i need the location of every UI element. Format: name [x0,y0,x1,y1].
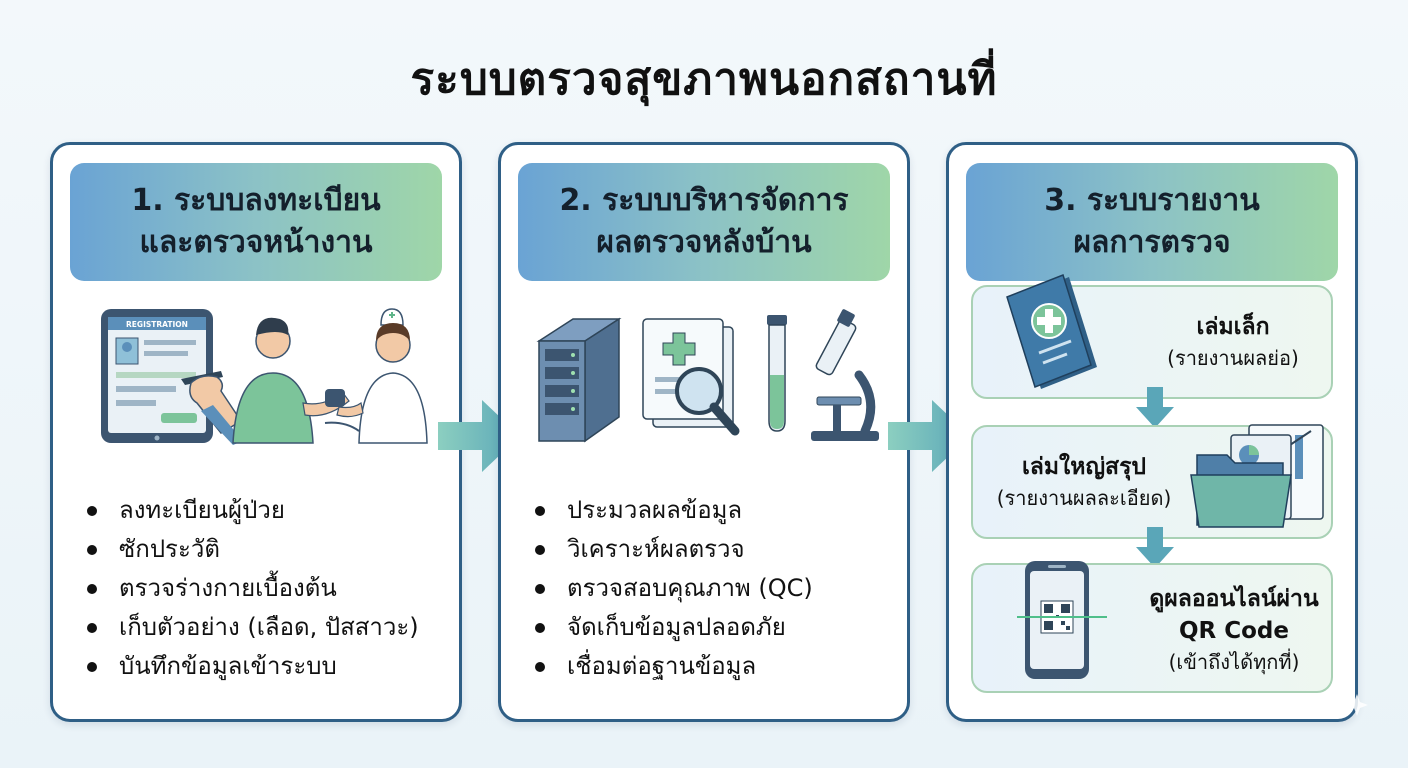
report-title: เล่มเล็ก [1196,314,1270,340]
report-card-text: เล่มใหญ่สรุป (รายงานผลละเอียด) [977,451,1191,513]
registration-illustration: REGISTRATION [73,305,443,445]
list-item: ประมวลผลข้อมูล [535,491,813,530]
panel-heading-line2: และตรวจหน้างาน [139,225,373,260]
report-subtitle: (รายงานผลละเอียด) [996,486,1172,510]
panel-heading-line1: 1. ระบบลงทะเบียน [131,183,381,218]
panel-backoffice: 2. ระบบบริหารจัดการ ผลตรวจหลังบ้าน [498,142,910,722]
report-subtitle: (รายงานผลย่อ) [1167,346,1299,370]
page-title: ระบบตรวจสุขภาพนอกสถานที่ [410,54,998,105]
list-item: เก็บตัวอย่าง (เลือด, ปัสสาวะ) [87,608,419,647]
report-subtitle: (เข้าถึงได้ทุกที่) [1168,650,1300,674]
patient-blood-pressure-icon [232,317,350,444]
panel-heading-line1: 3. ระบบรายงาน [1044,183,1260,218]
report-title: เล่มใหญ่สรุป [1021,454,1147,480]
test-tube-icon [767,315,787,432]
list-item: บันทึกข้อมูลเข้าระบบ [87,647,419,686]
server-icon [536,317,622,443]
report-folder-icon [1190,424,1324,528]
microscope-icon [811,309,879,441]
report-card-online-qr: ดูผลออนไลน์ผ่าน QR Code (เข้าถึงได้ทุกที… [971,561,1333,693]
panel-reporting: 3. ระบบรายงาน ผลการตรวจ เล่มเล็ก (รายงาน… [946,142,1358,722]
medical-booklet-icon [1006,274,1097,389]
report-card-small-booklet: เล่มเล็ก (รายงานผลย่อ) [971,274,1333,399]
svg-text:REGISTRATION: REGISTRATION [126,320,188,329]
smartphone-qr-icon [1017,561,1107,679]
registration-tablet-icon: REGISTRATION [101,309,213,443]
report-card-text: ดูผลออนไลน์ผ่าน QR Code (เข้าถึงได้ทุกที… [1139,583,1329,677]
list-item: ซักประวัติ [87,530,419,569]
panel-heading: 2. ระบบบริหารจัดการ ผลตรวจหลังบ้าน [518,163,890,281]
down-arrow-icon [1136,387,1174,428]
bullet-list: ประมวลผลข้อมูล วิเคราะห์ผลตรวจ ตรวจสอบคุ… [535,491,813,686]
backoffice-illustration [521,305,891,445]
panel-heading: 3. ระบบรายงาน ผลการตรวจ [966,163,1338,281]
report-card-full-report: เล่มใหญ่สรุป (รายงานผลละเอียด) [971,424,1333,539]
report-title: ดูผลออนไลน์ผ่าน [1149,586,1319,612]
document-search-icon [642,318,740,436]
report-title-line2: QR Code [1178,618,1289,644]
nurse-icon [324,308,428,444]
list-item: เชื่อมต่อฐานข้อมูล [535,647,813,686]
panel-heading-line2: ผลการตรวจ [1073,225,1231,260]
list-item: ลงทะเบียนผู้ป่วย [87,491,419,530]
down-arrow-icon [1136,527,1174,568]
panel-heading-line1: 2. ระบบบริหารจัดการ [559,183,849,218]
panel-heading-line2: ผลตรวจหลังบ้าน [596,225,812,260]
panel-heading: 1. ระบบลงทะเบียน และตรวจหน้างาน [70,163,442,281]
list-item: ตรวจสอบคุณภาพ (QC) [535,569,813,608]
report-card-text: เล่มเล็ก (รายงานผลย่อ) [1133,311,1333,373]
sparkle-icon [1346,694,1368,716]
list-item: วิเคราะห์ผลตรวจ [535,530,813,569]
bullet-list: ลงทะเบียนผู้ป่วย ซักประวัติ ตรวจร่างกายเ… [87,491,419,686]
list-item: ตรวจร่างกายเบื้องต้น [87,569,419,608]
list-item: จัดเก็บข้อมูลปลอดภัย [535,608,813,647]
panel-registration: 1. ระบบลงทะเบียน และตรวจหน้างาน REGISTRA… [50,142,462,722]
